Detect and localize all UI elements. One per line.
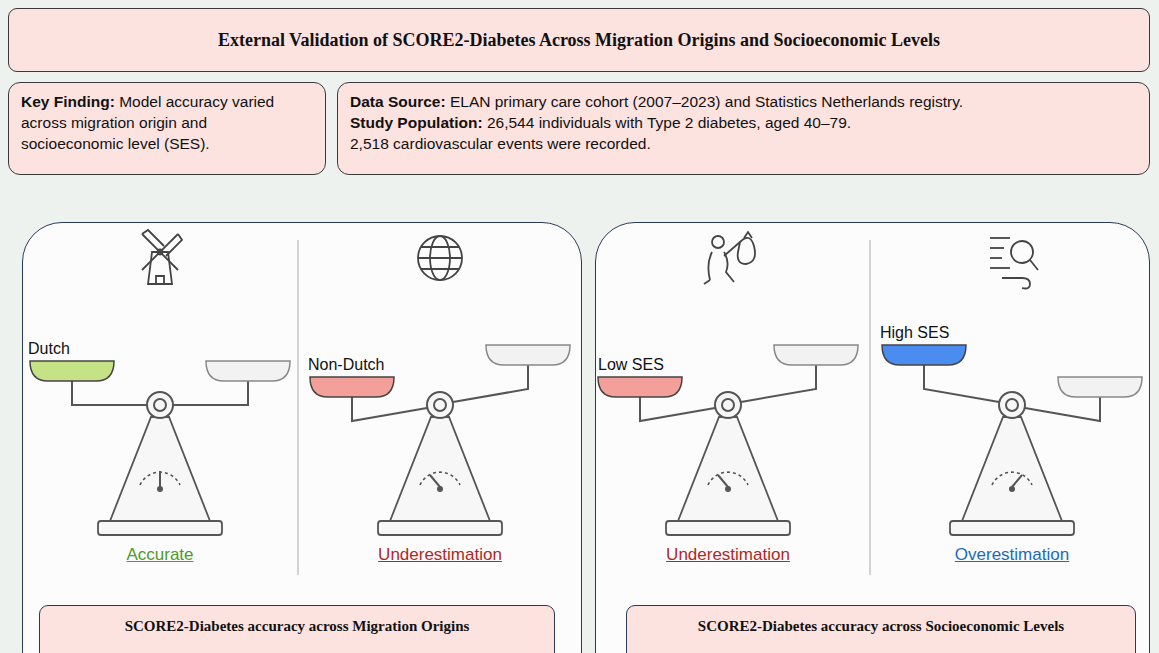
balance-scale: [310, 377, 394, 397]
result-panel: SCORE2-Diabetes accuracy across Socioeco…: [595, 222, 1150, 653]
diagram-title: External Validation of SCORE2-Diabetes A…: [8, 8, 1150, 72]
balance-scale: [352, 397, 427, 421]
group-label: Non-Dutch: [308, 356, 384, 374]
search-icon: [990, 238, 1038, 289]
search-icon: [990, 247, 1004, 249]
group-label: Low SES: [598, 356, 664, 374]
result-label: Overestimation: [955, 545, 1069, 565]
divider-line: [298, 240, 299, 575]
windmill-icon: [142, 234, 178, 270]
panel-caption: SCORE2-Diabetes accuracy across Socioeco…: [626, 605, 1136, 653]
field-text: 2,518 cardiovascular events were recorde…: [350, 135, 651, 152]
balance-scale: [98, 392, 222, 535]
field-heading: Study Population:: [350, 114, 483, 131]
field-heading: Key Finding:: [21, 93, 115, 110]
balance-scale: [430, 475, 440, 487]
balance-scale: [206, 361, 290, 381]
balance-scale: [640, 397, 715, 421]
search-icon: [1030, 260, 1038, 270]
result-label: Underestimation: [378, 545, 502, 565]
field-text: ELAN primary care cohort (2007–2023) and…: [450, 93, 963, 110]
info-box: Key Finding: Model accuracy varied acros…: [8, 82, 326, 175]
search-icon: [990, 257, 1002, 259]
result-label: Accurate: [126, 545, 193, 565]
windmill-icon: [166, 234, 182, 256]
balance-scale: [924, 365, 999, 402]
panel-ground: [595, 222, 1150, 653]
balance-scale: [30, 361, 290, 535]
balance-scale: [598, 377, 682, 397]
divider-line: [870, 240, 871, 575]
balance-scale: [310, 345, 570, 535]
person-bag-icon: [704, 232, 755, 284]
balance-scale: [1058, 377, 1142, 397]
info-box: Data Source: ELAN primary care cohort (2…: [337, 82, 1150, 175]
globe-icon: [421, 247, 459, 269]
search-icon: [1002, 278, 1030, 289]
search-icon: [1011, 241, 1033, 263]
balance-scale: [882, 345, 966, 365]
balance-scale: [882, 345, 1142, 535]
person-bag-icon: [704, 280, 710, 284]
balance-scale: [453, 365, 528, 402]
panel-ground: [22, 222, 582, 653]
person-bag-icon: [738, 238, 755, 264]
windmill-icon: [142, 230, 182, 284]
globe-icon: [418, 257, 462, 259]
balance-scale: [72, 381, 147, 405]
windmill-icon: [158, 250, 163, 255]
result-label: Underestimation: [666, 545, 790, 565]
search-icon: [990, 267, 1010, 269]
person-bag-icon: [744, 232, 752, 238]
balance-scale: [30, 361, 114, 381]
balance-scale: [598, 345, 858, 535]
balance-scale: [486, 345, 570, 365]
balance-scale: [1012, 475, 1022, 487]
search-icon: [990, 237, 1010, 239]
windmill-icon: [142, 230, 164, 246]
windmill-icon: [142, 234, 178, 270]
windmill-icon: [156, 276, 164, 284]
person-bag-icon: [712, 236, 724, 248]
panel-caption: SCORE2-Diabetes accuracy across Migratio…: [39, 605, 555, 653]
balance-scale: [741, 365, 816, 402]
field-text: 26,544 individuals with Type 2 diabetes,…: [487, 114, 851, 131]
result-panel: SCORE2-Diabetes accuracy across Migratio…: [22, 222, 582, 653]
windmill-icon: [148, 252, 172, 284]
field-heading: Data Source:: [350, 93, 446, 110]
balance-scale: [159, 471, 161, 487]
balance-scale: [718, 475, 728, 487]
balance-scale: [1025, 397, 1100, 421]
group-label: Dutch: [28, 340, 70, 358]
balance-scale: [173, 381, 248, 405]
globe-icon: [418, 236, 462, 280]
balance-scale: [774, 345, 858, 365]
group-label: High SES: [880, 324, 949, 342]
person-bag-icon: [708, 252, 734, 282]
globe-icon: [418, 236, 462, 280]
